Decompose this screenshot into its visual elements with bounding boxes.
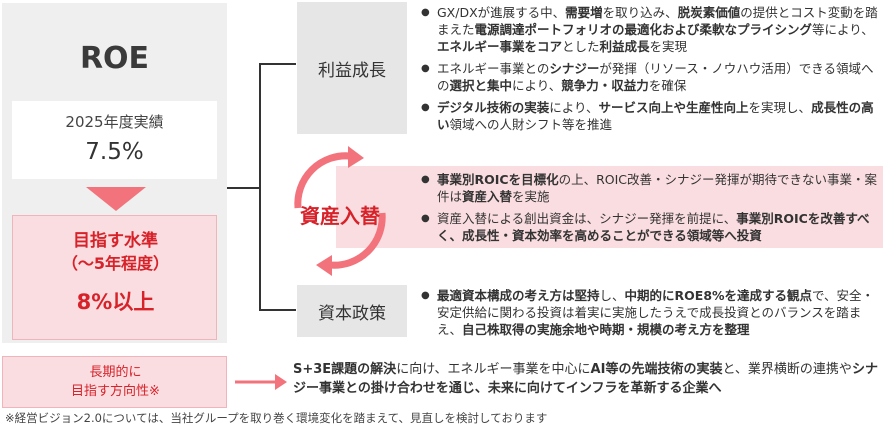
bullet-item: エネルギー事業とのシナジーが発揮（リソース・ノウハウ活用）できる領域への選択と集… (421, 60, 883, 94)
category-capital-label: 資本政策 (318, 303, 386, 324)
bullet-item: GX/DXが進展する中、需要増を取り込み、脱炭素価値の提供とコスト変動を踏まえた… (421, 4, 883, 55)
emphasis-text: 競争力・収益力 (561, 78, 649, 93)
body-text: を取り込み、 (602, 5, 678, 20)
right-arrow-icon (235, 374, 287, 390)
long-term-label-line2: 目指す方向性※ (71, 384, 160, 399)
body-text: を実現 (649, 39, 688, 54)
body-text: により、 (549, 100, 599, 115)
asset-bullet-list: 事業別ROICを目標化の上、ROIC改善・シナジー発揮が期待できない事業・案件は… (421, 171, 883, 249)
actual-result-box: 2025年度実績 7.5% (12, 101, 217, 179)
body-text: GX/DXが進展する中、 (437, 5, 566, 20)
emphasis-text: 需要増 (565, 5, 603, 20)
emphasis-text: 利益成長 (599, 39, 650, 54)
capital-bullet-list: 最適資本構成の考え方は堅持し、中期的にROE8%を達成する観点で、安全・安定供給… (421, 287, 883, 343)
body-text: 領域への人財シフト等を推進 (449, 117, 613, 132)
long-term-label-line1: 長期的に (89, 365, 142, 380)
category-asset-label: 資産入替 (300, 204, 380, 228)
emphasis-text: 自己株取得の実施余地や時期・規模の考え方を整理 (462, 322, 750, 337)
emphasis-text: サービス向上や生産性向上 (598, 100, 749, 115)
category-profit-growth: 利益成長 (297, 2, 407, 134)
emphasis-text: デジタル技術の実装 (437, 100, 550, 115)
profit-bullet-list: GX/DXが進展する中、需要増を取り込み、脱炭素価値の提供とコスト変動を踏まえた… (421, 4, 883, 138)
body-text: し、 (599, 288, 625, 303)
emphasis-text: S+3E課題の解決 (293, 362, 397, 377)
category-capital-policy: 資本政策 (297, 285, 407, 337)
emphasis-text: シナジー (549, 61, 600, 76)
target-value: 8%以上 (76, 290, 155, 314)
emphasis-text: 最適資本構成の考え方は堅持 (437, 288, 600, 303)
connector-profit (259, 63, 296, 65)
emphasis-text: AI等の先端技術の実装 (590, 362, 723, 377)
body-text: 資産入替による創出資金は、シナジー発揮を前提に、 (437, 211, 737, 226)
body-text: 等により、 (812, 22, 874, 37)
footnote: ※経営ビジョン2.0については、当社グループを取り巻く環境変化を踏まえて、見直し… (5, 411, 548, 425)
body-text: により、 (512, 78, 562, 93)
actual-result-label: 2025年度実績 (65, 113, 164, 131)
body-text: エネルギー事業との (437, 61, 550, 76)
emphasis-text: 中期的にROE8%を達成する観点 (624, 288, 813, 303)
emphasis-text: 選択と集中 (449, 78, 513, 93)
body-text: の提供とコスト変動を踏まえた (437, 5, 878, 37)
body-text: と、業界横断の連携や (722, 362, 852, 377)
connector-capital (259, 309, 296, 311)
bullet-item: デジタル技術の実装により、サービス向上や生産性向上を実現し、成長性の高い領域への… (421, 99, 883, 133)
target-period: （～5年程度） (61, 254, 170, 273)
roe-title: ROE (79, 41, 150, 76)
cycle-arrows-icon (294, 146, 386, 276)
long-term-box: 長期的に 目指す方向性※ (2, 356, 227, 408)
bullet-item: 事業別ROICを目標化の上、ROIC改善・シナジー発揮が期待できない事業・案件は… (421, 171, 883, 205)
emphasis-text: 成長性の高い (437, 100, 874, 132)
emphasis-text: エネルギー事業をコア (437, 39, 563, 54)
actual-result-value: 7.5% (85, 139, 144, 165)
target-box: 目指す水準 （～5年程度） 8%以上 (12, 215, 217, 340)
long-term-label: 長期的に 目指す方向性※ (3, 363, 228, 401)
emphasis-text: 電源調達ポートフォリオの最適化および柔軟なプライシング (474, 22, 813, 37)
body-text: の上、ROIC改善・シナジー発揮が期待できない事業・案件は (437, 172, 878, 204)
body-text: に向け、エネルギー事業を中心に (396, 362, 591, 377)
bullet-item: 資産入替による創出資金は、シナジー発揮を前提に、事業別ROICを改善すべく、成長… (421, 210, 883, 244)
target-label: 目指す水準 (73, 231, 158, 251)
emphasis-text: 事業別ROICを目標化 (437, 172, 559, 187)
emphasis-text: 事業別ROICを改善すべく、成長性・資本効率を高めることができる領域等へ投資 (437, 211, 870, 243)
body-text: が発揮（リソース・ノウハウ活用）できる領域への (437, 61, 874, 93)
emphasis-text: 資産入替 (462, 189, 513, 204)
body-text: を実施 (512, 189, 550, 204)
roe-panel: ROE 2025年度実績 7.5% 目指す水準 （～5年程度） 8%以上 (2, 3, 227, 343)
emphasis-text: シナジー事業との掛け合わせを通じ、未来に向けてインフラを革新する企業へ (293, 362, 878, 396)
bullet-item: 最適資本構成の考え方は堅持し、中期的にROE8%を達成する観点で、安全・安定供給… (421, 287, 883, 338)
category-profit-label: 利益成長 (318, 60, 386, 81)
connector-main (227, 187, 260, 189)
body-text: を確保 (648, 78, 687, 93)
down-arrow-icon (86, 187, 146, 211)
emphasis-text: 脱炭素価値 (677, 5, 741, 20)
body-text: で、安全・安定供給に関わる投資は着実に実施したうえで成長投資とのバランスを踏まえ… (437, 288, 875, 337)
body-text: とした (562, 39, 600, 54)
long-term-direction-text: S+3E課題の解決に向け、エネルギー事業を中心にAI等の先端技術の実装と、業界横… (293, 360, 883, 398)
connector-vertical (259, 63, 261, 310)
body-text: を実現し、 (748, 100, 812, 115)
